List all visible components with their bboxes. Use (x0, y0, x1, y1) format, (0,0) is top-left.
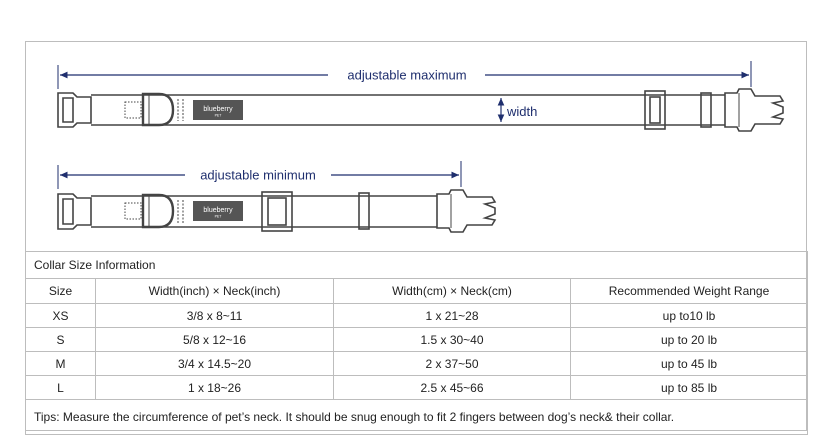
collar-diagram: blueberry PET adjustable maximum width (57, 61, 785, 233)
size-cell: XS (25, 303, 96, 328)
collar-minimum (57, 189, 497, 233)
cm-cell: 1.5 x 30~40 (333, 327, 571, 352)
table-row: M 3/4 x 14.5~20 2 x 37~50 up to 45 lb (25, 351, 809, 376)
size-table-wrapper: Collar Size Information Size Width(inch)… (24, 251, 809, 435)
width-label: width (506, 104, 537, 119)
header-size: Size (25, 278, 96, 304)
max-dimension: adjustable maximum (57, 61, 752, 89)
inch-cell: 3/4 x 14.5~20 (95, 351, 334, 376)
inch-cell: 3/8 x 8~11 (95, 303, 334, 328)
header-width-inch: Width(inch) × Neck(inch) (95, 278, 334, 304)
weight-cell: up to 20 lb (569, 327, 809, 352)
size-table: Collar Size Information Size Width(inch)… (24, 251, 809, 435)
weight-cell: up to10 lb (569, 303, 809, 328)
inch-cell: 5/8 x 12~16 (95, 327, 334, 352)
tips-text: Tips: Measure the circumference of pet’s… (24, 399, 809, 435)
cm-cell: 2.5 x 45~66 (333, 375, 571, 400)
min-dimension: adjustable minimum (57, 161, 462, 189)
table-row: XS 3/8 x 8~11 1 x 21~28 up to10 lb (25, 303, 809, 328)
table-title: Collar Size Information (24, 251, 809, 279)
table-row: S 5/8 x 12~16 1.5 x 30~40 up to 20 lb (25, 327, 809, 352)
header-width-cm: Width(cm) × Neck(cm) (333, 278, 571, 304)
size-cell: S (25, 327, 96, 352)
size-cell: M (25, 351, 96, 376)
min-label: adjustable minimum (200, 168, 316, 183)
brand-tag-minimum: blueberry PET (193, 201, 243, 221)
inch-cell: 1 x 18~26 (95, 375, 334, 400)
table-header-row: Size Width(inch) × Neck(inch) Width(cm) … (25, 278, 809, 304)
table-row: L 1 x 18~26 2.5 x 45~66 up to 85 lb (25, 375, 809, 400)
header-weight: Recommended Weight Range (569, 278, 809, 304)
max-label: adjustable maximum (347, 68, 466, 83)
brand-sub-min: PET (215, 215, 223, 219)
brand-name: blueberry (203, 106, 233, 113)
size-cell: L (25, 375, 96, 400)
cm-cell: 1 x 21~28 (333, 303, 571, 328)
cm-cell: 2 x 37~50 (333, 351, 571, 376)
width-dimension: width (497, 98, 537, 122)
brand-name-min: blueberry (203, 207, 233, 214)
weight-cell: up to 45 lb (569, 351, 809, 376)
weight-cell: up to 85 lb (569, 375, 809, 400)
brand-sub: PET (215, 114, 223, 118)
brand-tag-maximum: blueberry PET (193, 100, 243, 120)
collar-maximum (57, 88, 785, 132)
